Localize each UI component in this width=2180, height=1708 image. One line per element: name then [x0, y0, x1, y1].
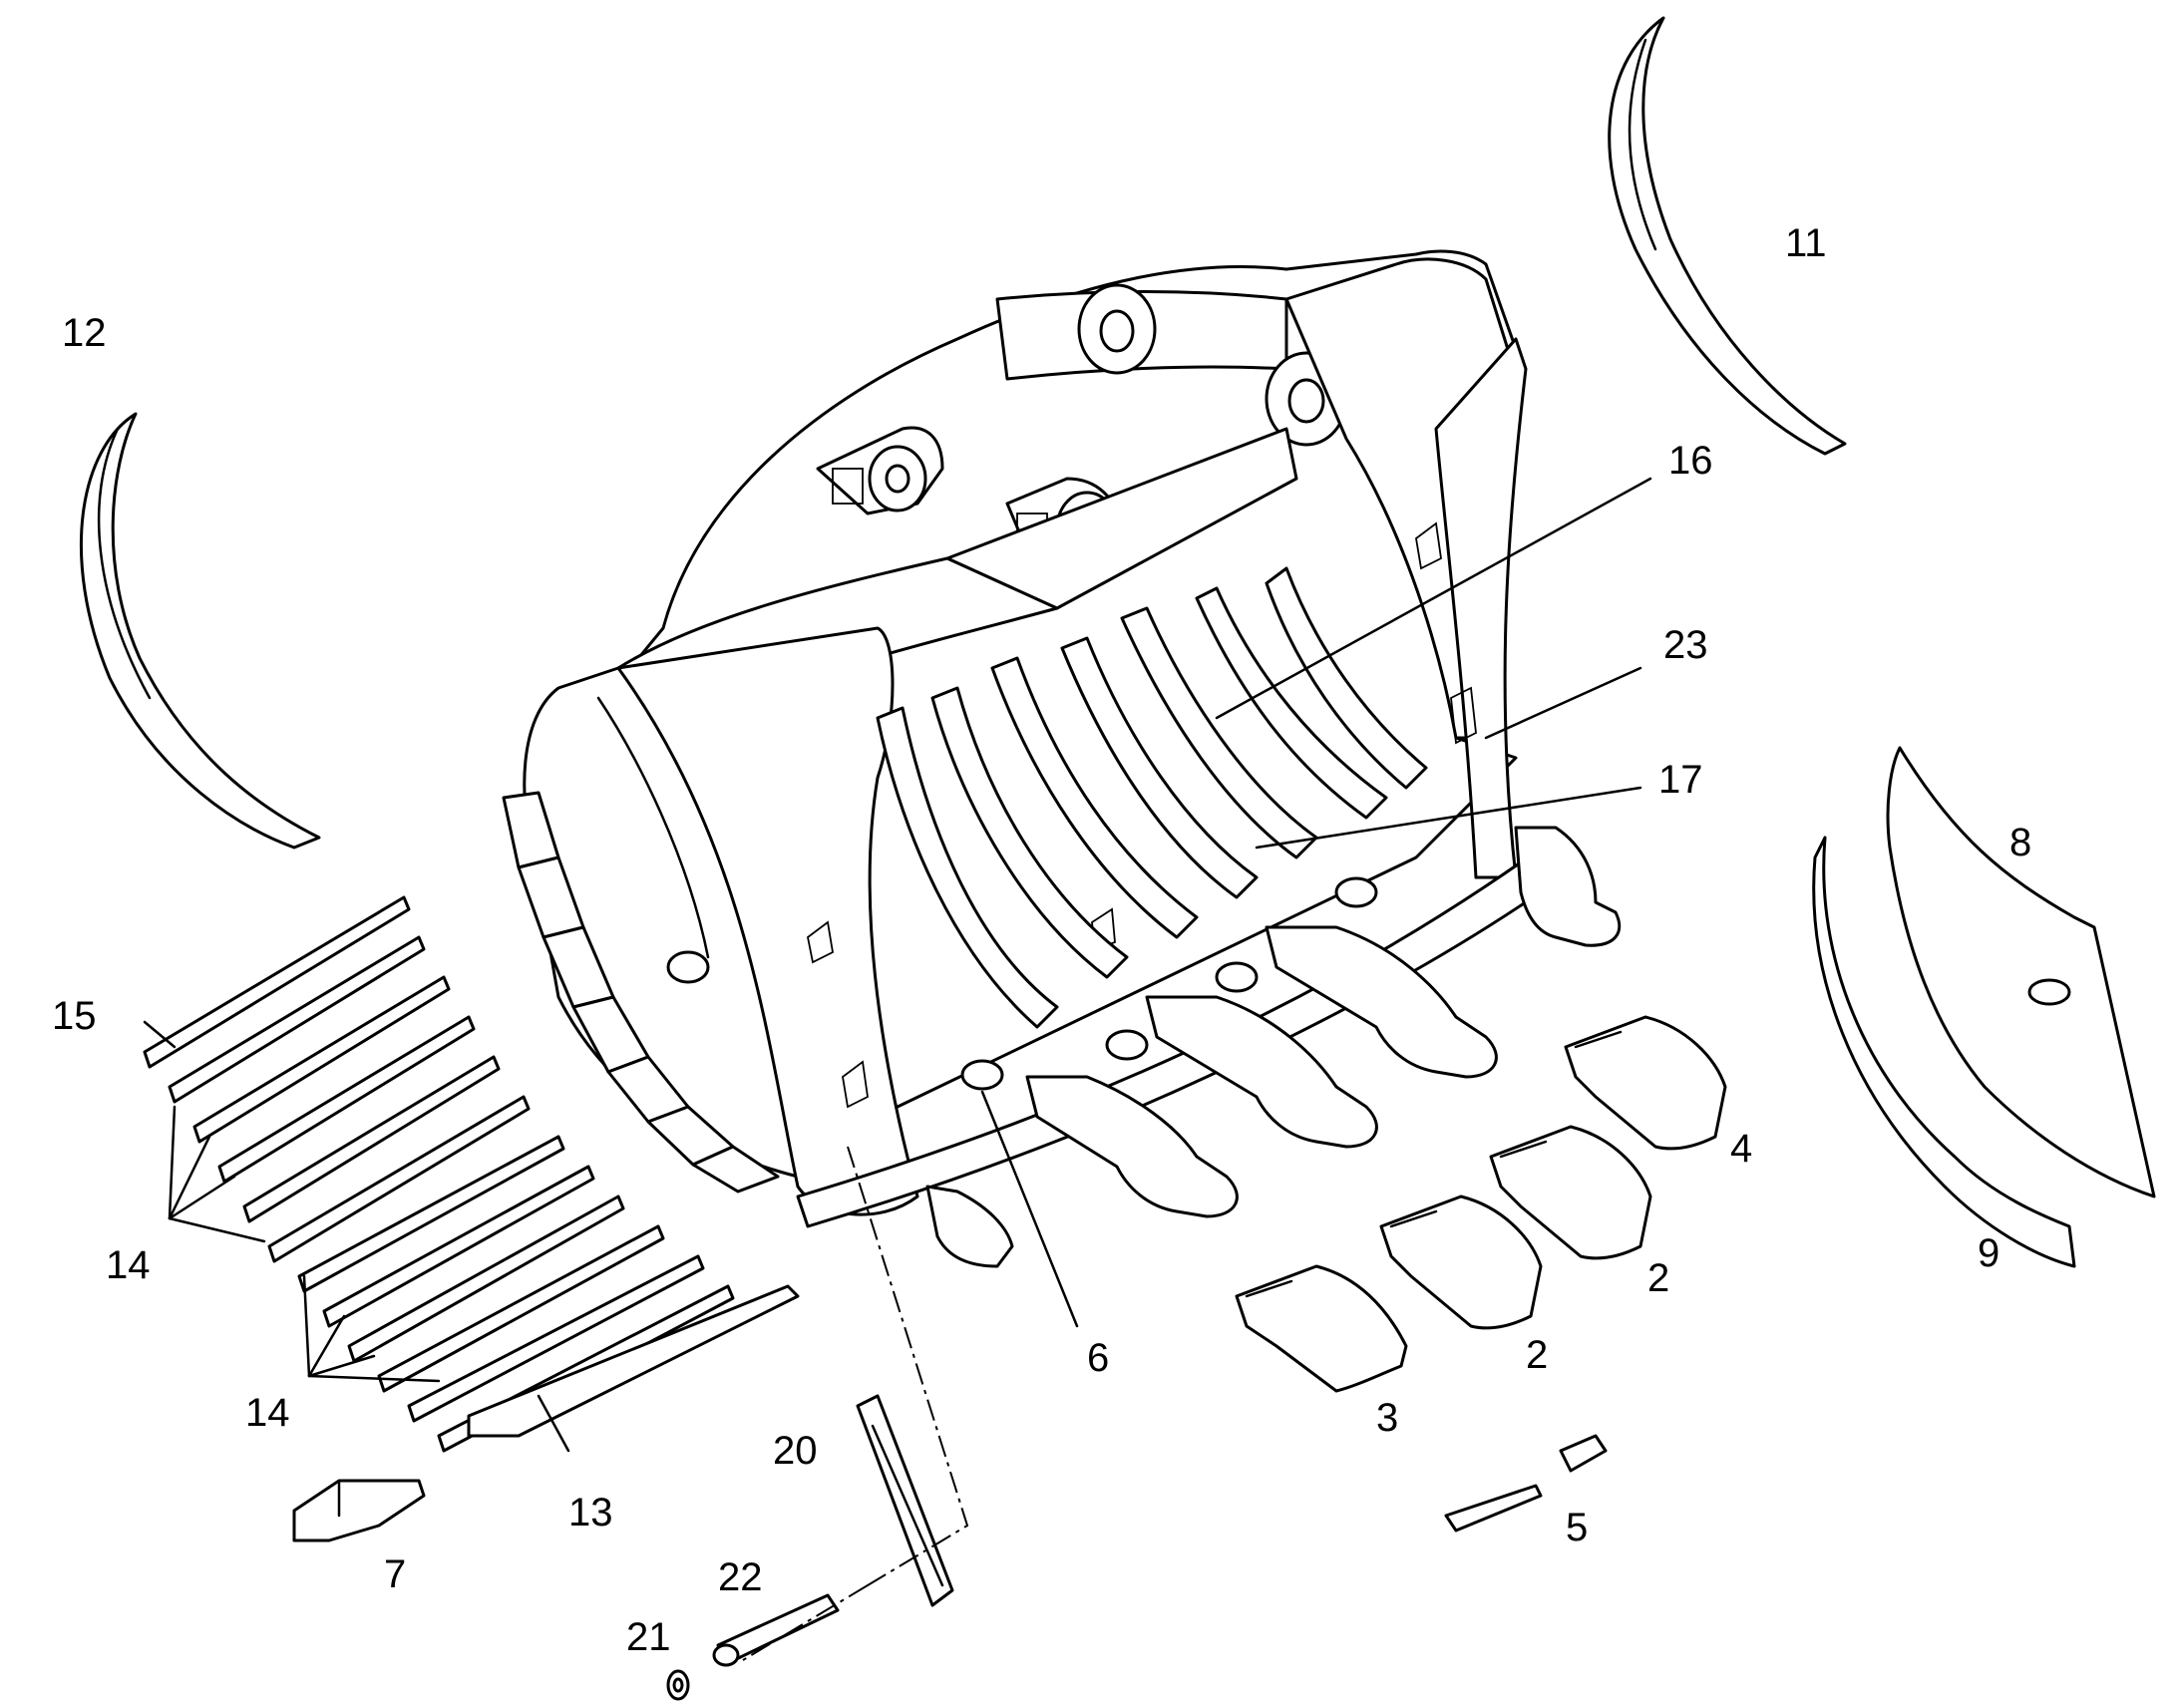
part-7-wear-block — [292, 1479, 426, 1542]
part-4-tooth — [1564, 1015, 1727, 1151]
callout-23: 23 — [1663, 623, 1708, 667]
part-20-shroud — [856, 1394, 954, 1607]
callout-3: 3 — [1376, 1396, 1398, 1440]
tooth-adapter-row — [925, 826, 1622, 1268]
callout-11: 11 — [1785, 221, 1827, 265]
callout-4: 4 — [1730, 1127, 1752, 1171]
callout-22: 22 — [718, 1555, 763, 1599]
callout-14b: 14 — [245, 1391, 290, 1435]
callout-15: 15 — [52, 994, 97, 1038]
part-3-tooth — [1235, 1264, 1408, 1393]
callout-13: 13 — [568, 1491, 613, 1535]
leader-lines — [143, 477, 1652, 1453]
callout-20: 20 — [773, 1429, 818, 1473]
part-2-tooth-lower — [1379, 1195, 1543, 1330]
callout-5: 5 — [1566, 1506, 1588, 1549]
part-5-lock-pin — [1444, 1434, 1608, 1533]
heel-shrouds — [502, 791, 780, 1194]
callout-12: 12 — [62, 311, 107, 355]
part-21-washer — [666, 1669, 690, 1701]
callout-9: 9 — [1978, 1231, 1999, 1275]
callout-7: 7 — [384, 1552, 406, 1596]
part-8-side-plate — [1886, 746, 2156, 1198]
callout-17: 17 — [1658, 758, 1703, 802]
bucket-body — [502, 249, 1622, 1268]
callout-2a: 2 — [1647, 1256, 1669, 1300]
callout-8: 8 — [2009, 821, 2031, 864]
part-22-pin — [712, 1593, 840, 1667]
part-9-side-plate — [1812, 836, 2076, 1268]
part-2-tooth-upper — [1489, 1125, 1652, 1260]
callout-16: 16 — [1668, 439, 1713, 483]
part-12-side-strip — [79, 412, 321, 850]
callouts: 12 11 16 23 17 8 9 4 2 2 3 5 6 15 14 14 … — [52, 221, 2031, 1659]
part-11-side-strip — [1608, 16, 1847, 456]
assembly-line — [742, 1146, 969, 1661]
callout-2b: 2 — [1526, 1333, 1548, 1377]
callout-6: 6 — [1087, 1336, 1109, 1380]
wear-strips — [143, 895, 800, 1453]
callout-14a: 14 — [106, 1243, 151, 1287]
callout-21: 21 — [626, 1615, 671, 1659]
